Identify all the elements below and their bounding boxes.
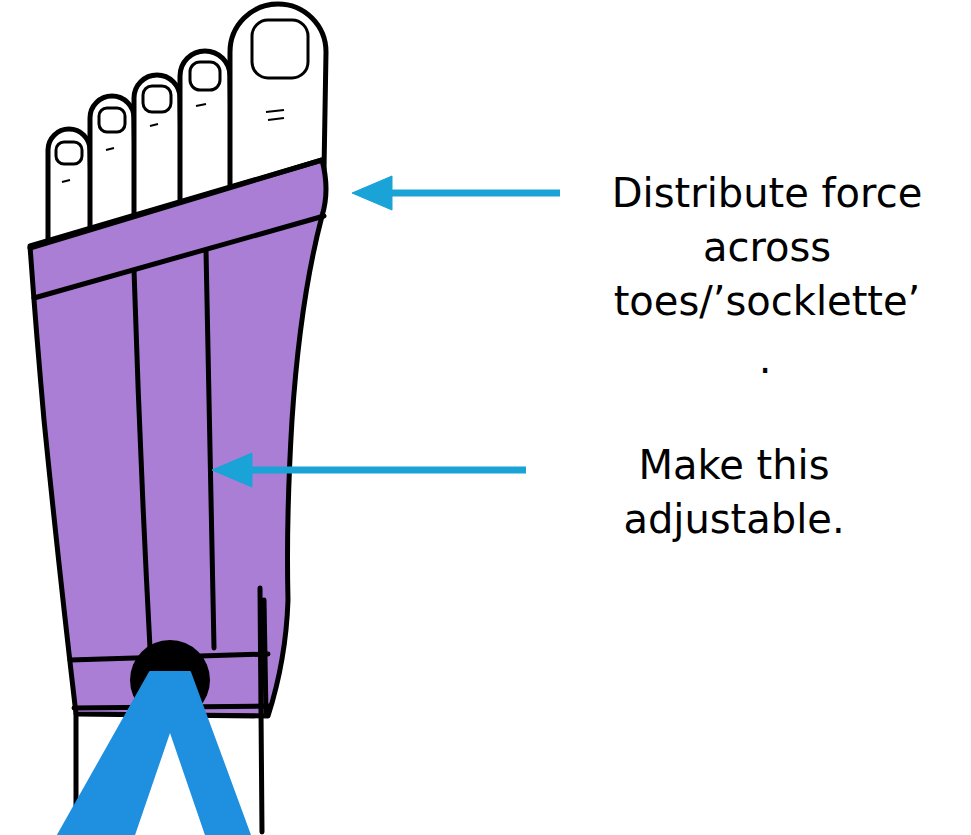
blue-strap xyxy=(58,672,250,835)
annotation-label: Make this adjustable. xyxy=(598,438,870,546)
toenail xyxy=(252,20,308,78)
fourth-toe xyxy=(90,96,136,232)
annotation-label: Distribute force across toes/’socklette’ xyxy=(570,166,964,328)
toenail xyxy=(56,142,82,164)
toe-band-edge xyxy=(30,160,322,248)
arrowhead xyxy=(352,176,392,210)
purple-wrap xyxy=(30,160,326,716)
little-toe xyxy=(48,129,92,240)
leader-arrow xyxy=(385,190,560,197)
second-toe xyxy=(180,51,232,210)
toe-band-edge xyxy=(34,216,324,298)
toenail xyxy=(190,62,220,90)
wrap-strap-line xyxy=(206,250,214,648)
wrap-strap-line xyxy=(134,270,150,648)
toenail xyxy=(99,108,125,132)
toe-crease xyxy=(62,104,284,182)
third-toe xyxy=(134,75,182,222)
leader-arrow xyxy=(245,467,526,474)
toenail xyxy=(143,86,171,112)
arrowhead xyxy=(212,453,252,487)
leg-outline xyxy=(260,588,262,832)
annotation-label: . xyxy=(715,332,815,386)
side-line xyxy=(264,600,266,714)
